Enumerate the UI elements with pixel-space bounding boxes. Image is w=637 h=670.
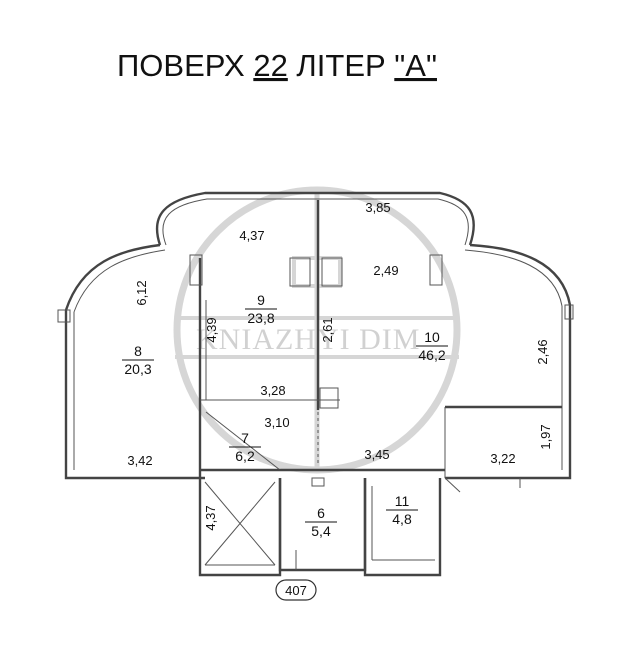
watermark-text: KNIAZHYI DIM [196,323,420,356]
room-number: 7 [241,430,249,446]
dim-4-39: 4,39 [204,317,219,342]
dim-2-46: 2,46 [535,339,550,364]
room-number: 11 [395,493,410,509]
room-area: 46,2 [418,347,445,363]
room-area: 5,4 [311,523,331,539]
dim-4-37-stair: 4,37 [203,505,218,530]
walls [57,191,574,577]
letter: "А" [394,48,437,83]
dim-6-12: 6,12 [134,280,149,305]
title-prefix: ПОВЕРХ [117,48,253,83]
dim-3-22: 3,22 [490,451,515,466]
dim-2-49: 2,49 [373,263,398,278]
room-area: 20,3 [124,361,151,377]
room-6: 6 5,4 [305,505,337,539]
room-area: 6,2 [235,448,255,464]
title-middle: ЛІТЕР [288,48,394,83]
room-area: 4,8 [392,511,412,527]
stair-tag: 407 [275,579,317,601]
room-area: 23,8 [247,310,274,326]
floor-number: 22 [253,48,287,83]
dim-2-61: 2,61 [320,317,335,342]
dim-3-45: 3,45 [364,447,389,462]
room-8: 8 20,3 [122,343,154,377]
room-9: 9 23,8 [245,292,277,326]
dim-3-42: 3,42 [127,453,152,468]
dim-1-97: 1,97 [538,424,553,449]
plan-title: ПОВЕРХ 22 ЛІТЕР "А" [117,48,437,83]
dim-3-28: 3,28 [260,383,285,398]
dim-3-10: 3,10 [264,415,289,430]
stair-tag-text: 407 [285,583,307,598]
room-number: 8 [134,343,142,359]
room-11: 11 4,8 [386,493,418,527]
room-number: 9 [257,292,265,308]
dim-4-37-top: 4,37 [239,228,264,243]
room-10: 10 46,2 [416,329,448,363]
dim-3-85: 3,85 [365,200,390,215]
room-number: 6 [317,505,325,521]
room-7: 7 6,2 [229,430,261,464]
room-number: 10 [424,329,440,345]
